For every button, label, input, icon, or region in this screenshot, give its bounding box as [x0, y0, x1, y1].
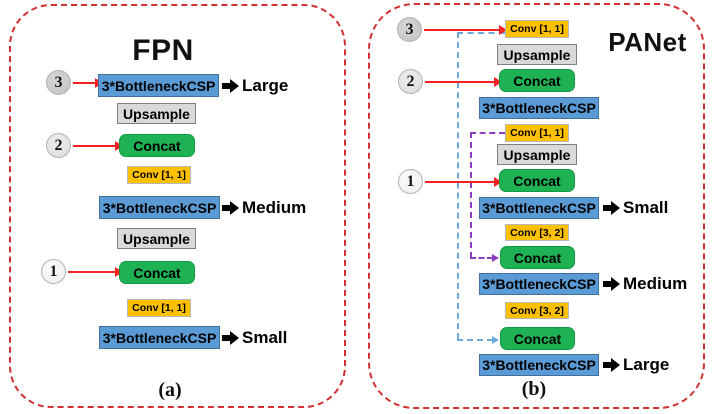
panet-input-node-3: 3	[397, 17, 422, 42]
panet-output-large-label: Large	[623, 354, 670, 374]
panet-bottleneck-medium: 3*BottleneckCSP	[479, 273, 599, 295]
right-arrow-icon	[222, 330, 239, 345]
fpn-output-small-label: Small	[242, 327, 288, 347]
blue-dashed-arrowhead-icon	[492, 335, 499, 344]
fpn-conv11-1: Conv [1, 1]	[127, 166, 191, 184]
panet-concat-1: Concat	[499, 69, 575, 92]
panet-input-node-1: 1	[398, 169, 423, 194]
fpn-concat-1: Concat	[119, 134, 195, 157]
fpn-input-2-label: 2	[54, 136, 63, 154]
panet-input-node-2: 2	[398, 69, 423, 94]
red-arrow-icon	[424, 25, 507, 35]
caption-b: (b)	[521, 378, 547, 400]
right-arrow-icon	[603, 200, 620, 215]
panet-title: PANet	[608, 27, 687, 57]
red-arrow-icon	[68, 267, 123, 277]
fpn-input-3-label: 3	[54, 73, 63, 91]
fpn-input-1-label: 1	[49, 262, 58, 280]
fpn-bottleneck-large: 3*BottleneckCSP	[98, 74, 219, 97]
panet-output-small-label: Small	[623, 197, 669, 217]
right-arrow-icon	[603, 276, 620, 291]
panet-conv11-2: Conv [1, 1]	[505, 124, 569, 142]
panet-input-3-label: 3	[405, 20, 414, 38]
fpn-bottleneck-small: 3*BottleneckCSP	[99, 326, 220, 349]
panet-bottleneck-1: 3*BottleneckCSP	[479, 97, 599, 119]
right-arrow-icon	[603, 357, 620, 372]
panet-input-1-label: 1	[406, 172, 415, 190]
fpn-output-large-label: Large	[242, 75, 289, 95]
panet-concat-4: Concat	[500, 327, 575, 350]
purple-dashed-arrowhead-icon	[492, 253, 499, 262]
fpn-bottleneck-medium: 3*BottleneckCSP	[99, 196, 220, 219]
panet-input-2-label: 2	[406, 72, 415, 90]
blue-dashed-connector	[457, 32, 505, 34]
fpn-input-node-3: 3	[46, 70, 71, 95]
fpn-upsample-1: Upsample	[117, 103, 196, 124]
panet-output-medium-label: Medium	[623, 273, 688, 293]
panet-bottleneck-large: 3*BottleneckCSP	[479, 354, 599, 376]
red-arrow-icon	[425, 77, 502, 87]
panet-conv11-1: Conv [1, 1]	[505, 20, 569, 38]
fpn-upsample-2: Upsample	[117, 228, 196, 249]
panet-upsample-1: Upsample	[497, 44, 577, 65]
caption-a: (a)	[158, 379, 182, 401]
fpn-panel: FPN 3 3*BottleneckCSP Large Upsample 2 C…	[9, 4, 346, 408]
blue-dashed-connector	[457, 339, 493, 341]
purple-dashed-connector	[470, 257, 493, 259]
red-arrow-icon	[425, 177, 502, 187]
panet-bottleneck-small: 3*BottleneckCSP	[479, 197, 599, 219]
panet-concat-2: Concat	[499, 169, 575, 192]
fpn-concat-2: Concat	[119, 261, 195, 284]
fpn-input-node-2: 2	[46, 133, 71, 158]
right-arrow-icon	[222, 78, 239, 93]
purple-dashed-connector	[470, 132, 505, 134]
fpn-output-medium-label: Medium	[242, 197, 307, 217]
panet-upsample-2: Upsample	[497, 144, 577, 165]
blue-dashed-connector	[457, 32, 459, 339]
fpn-conv11-2: Conv [1, 1]	[127, 299, 191, 317]
panet-concat-3: Concat	[500, 246, 575, 269]
panet-conv32-2: Conv [3, 2]	[505, 302, 569, 319]
panet-panel: PANet 3 Conv [1, 1] Upsample 2 Concat 3*…	[368, 3, 705, 409]
red-arrow-icon	[73, 141, 123, 151]
fpn-input-node-1: 1	[41, 259, 66, 284]
right-arrow-icon	[222, 200, 239, 215]
purple-dashed-connector	[470, 132, 472, 258]
panet-conv32-1: Conv [3, 2]	[505, 224, 569, 241]
fpn-title: FPN	[132, 34, 194, 67]
red-arrow-icon	[73, 78, 103, 88]
